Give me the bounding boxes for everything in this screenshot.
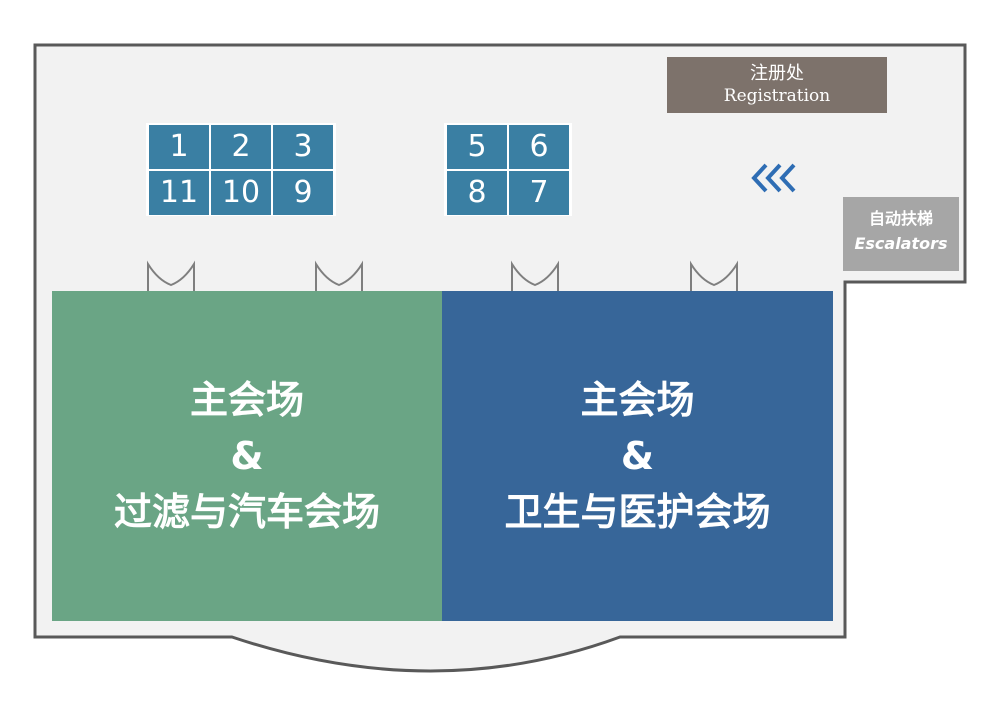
escalators-label-zh: 自动扶梯 [868, 209, 933, 228]
booth-3[interactable]: 3 [273, 125, 333, 169]
door-swing-icon [147, 260, 195, 292]
booth-7[interactable]: 7 [509, 171, 569, 215]
booth-9[interactable]: 9 [273, 171, 333, 215]
door-swing-icon [690, 260, 738, 292]
hall-ampersand: & [230, 434, 264, 478]
hall-hygiene-medical[interactable]: 主会场 & 卫生与医护会场 [442, 291, 833, 621]
booth-8[interactable]: 8 [447, 171, 507, 215]
hall-subtitle: 过滤与汽车会场 [113, 490, 380, 534]
escalators-label-en: Escalators [854, 234, 948, 253]
hall-filtration-automotive[interactable]: 主会场 & 过滤与汽车会场 [52, 291, 442, 621]
booth-11[interactable]: 11 [149, 171, 209, 215]
escalators[interactable]: 自动扶梯 Escalators [843, 197, 959, 271]
booth-10[interactable]: 10 [211, 171, 271, 215]
hall-subtitle: 卫生与医护会场 [504, 490, 771, 534]
registration-desk[interactable]: 注册处 Registration [667, 57, 887, 113]
hall-title: 主会场 [580, 378, 695, 422]
registration-label-zh: 注册处 [750, 63, 804, 84]
booth-5[interactable]: 5 [447, 125, 507, 169]
triple-chevron-left-icon [751, 163, 796, 193]
door-swing-icon [511, 260, 559, 292]
booth-1[interactable]: 1 [149, 125, 209, 169]
hall-ampersand: & [620, 434, 655, 478]
hall-title: 主会场 [189, 378, 304, 422]
door-swing-icon [315, 260, 363, 292]
booth-2[interactable]: 2 [211, 125, 271, 169]
booth-6[interactable]: 6 [509, 125, 569, 169]
registration-label-en: Registration [723, 86, 831, 106]
